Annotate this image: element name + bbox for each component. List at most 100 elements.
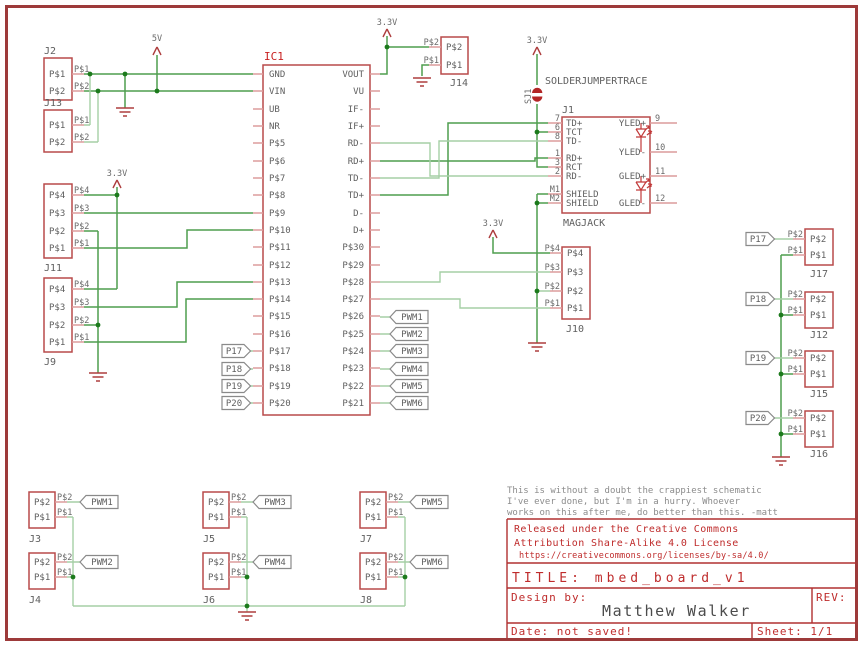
pin-net-label: P$3	[545, 263, 560, 273]
junction-dot	[70, 574, 76, 580]
pin-net-label: P$3	[74, 298, 89, 308]
pin-net-label: P$1	[424, 56, 439, 66]
net-tag-label: PWM4	[401, 365, 423, 375]
pin-net-label: P$2	[545, 282, 560, 292]
connector-pin-name: P$2	[365, 558, 381, 568]
ic1-name: IC1	[264, 50, 284, 63]
magjack-pin-number: 1	[555, 149, 560, 159]
connector-name: J12	[810, 330, 828, 341]
junction-dot	[122, 71, 128, 77]
ic1-pin-name: P$12	[269, 261, 291, 271]
connector-pin-name: P$1	[208, 513, 224, 523]
titleblock-title: TITLE: mbed_board_v1	[512, 571, 749, 586]
connector-name: J5	[203, 534, 215, 545]
ground-icon	[89, 372, 107, 382]
connector-j9	[43, 277, 73, 353]
ic1-pin-name: VIN	[269, 87, 285, 97]
magjack-pin-name: GLED+	[619, 172, 647, 182]
net-tag-label: PWM1	[91, 498, 113, 508]
net-wires-light	[67, 74, 793, 612]
yled-icon	[635, 123, 653, 152]
connector-pin-name: P$2	[49, 227, 65, 237]
junction-dot	[534, 129, 540, 135]
connector-j17	[804, 228, 834, 266]
net-tag	[389, 343, 429, 359]
pin-net-label: P$1	[788, 306, 803, 316]
pin-net-label: P$1	[74, 116, 89, 126]
ic1-pin-name: P$16	[269, 330, 291, 340]
ic1-pin-name: IF-	[348, 105, 364, 115]
pin-net-label: P$2	[231, 553, 246, 563]
license-line1: Released under the Creative Commons	[514, 524, 739, 535]
ic1-pin-name: P$27	[342, 295, 364, 305]
pin-net-label: P$4	[74, 280, 89, 290]
connector-j16	[804, 410, 834, 448]
connector-pin-name: P$2	[49, 321, 65, 331]
power-symbols	[89, 28, 790, 621]
connector-j2	[43, 57, 73, 101]
net-tag	[745, 350, 776, 366]
ic1-pin-name: P$25	[342, 330, 364, 340]
ic1-pin-name: P$8	[269, 191, 285, 201]
magjack-pin-number: 8	[555, 132, 560, 142]
ic1-pin-name: P$29	[342, 261, 364, 271]
magjack-pin-name: YLED-	[619, 148, 646, 158]
junction-dot	[154, 88, 160, 94]
magjack-pin-name: RCT	[566, 163, 583, 173]
ic1-pin-name: D-	[353, 209, 364, 219]
net-tag	[79, 494, 119, 510]
pin-net-label: P$1	[57, 508, 72, 518]
connector-j6	[202, 552, 230, 590]
connector-j3	[28, 491, 56, 529]
junction-dot	[114, 192, 120, 198]
connector-name: J15	[810, 389, 828, 400]
sheet-note-line2: I've ever done, but I'm in a hurry. Whoe…	[507, 497, 741, 507]
pin-net-label: P$3	[74, 204, 89, 214]
net-tag-label: PWM4	[264, 558, 286, 568]
net-tag	[221, 361, 252, 377]
net-tag-label: PWM2	[91, 558, 113, 568]
solder-jumper-symbol	[532, 87, 543, 102]
supply-arrow-icon	[152, 46, 162, 56]
magjack-symbol	[561, 116, 653, 214]
gled-icon	[635, 176, 653, 203]
ic1-pin-name: P$13	[269, 278, 291, 288]
connector-j10	[561, 246, 591, 320]
supply-label: 3.3V	[527, 36, 547, 46]
connector-pin-name: P$1	[49, 338, 65, 348]
pin-net-label: P$1	[545, 299, 560, 309]
connector-pin-name: P$1	[810, 370, 826, 380]
connector-name: J8	[360, 595, 372, 606]
ic1-pin-name: P$19	[269, 382, 291, 392]
ground-icon	[413, 77, 431, 87]
connector-pin-name: P$1	[567, 304, 583, 314]
net-tag-label: P17	[750, 235, 766, 245]
ic1-pin-name: P$9	[269, 209, 285, 219]
pin-net-label: P$1	[74, 65, 89, 75]
connector-pin-name: P$1	[208, 573, 224, 583]
connector-j8	[359, 552, 387, 590]
connector-pin-name: P$2	[810, 295, 826, 305]
magjack-pin-name: SHIELD	[566, 190, 599, 200]
magjack-pin-name: TD+	[566, 119, 583, 129]
supply-arrow-icon	[532, 46, 542, 56]
connector-pin-name: P$1	[810, 311, 826, 321]
net-tag-label: PWM3	[264, 498, 286, 508]
net-tag-label: P19	[226, 382, 242, 392]
connector-j15	[804, 350, 834, 388]
net-tag-label: PWM6	[421, 558, 443, 568]
connector-pin-name: P$2	[208, 558, 224, 568]
ic1-pin-name: GND	[269, 70, 285, 80]
pin-net-label: P$2	[388, 553, 403, 563]
connector-name: J3	[29, 534, 41, 545]
net-tag-label: P17	[226, 347, 242, 357]
connector-name: J11	[44, 263, 62, 274]
connector-name: J7	[360, 534, 372, 545]
license-url: https://creativecommons.org/licenses/by-…	[519, 551, 769, 561]
magjack-pin-name: YLED+	[619, 119, 647, 129]
junction-dot	[384, 44, 390, 50]
ic1-pin-name: P$6	[269, 157, 285, 167]
ic1-pin-name: P$14	[269, 295, 291, 305]
pin-net-label: P$2	[788, 230, 803, 240]
net-tag	[79, 554, 119, 570]
